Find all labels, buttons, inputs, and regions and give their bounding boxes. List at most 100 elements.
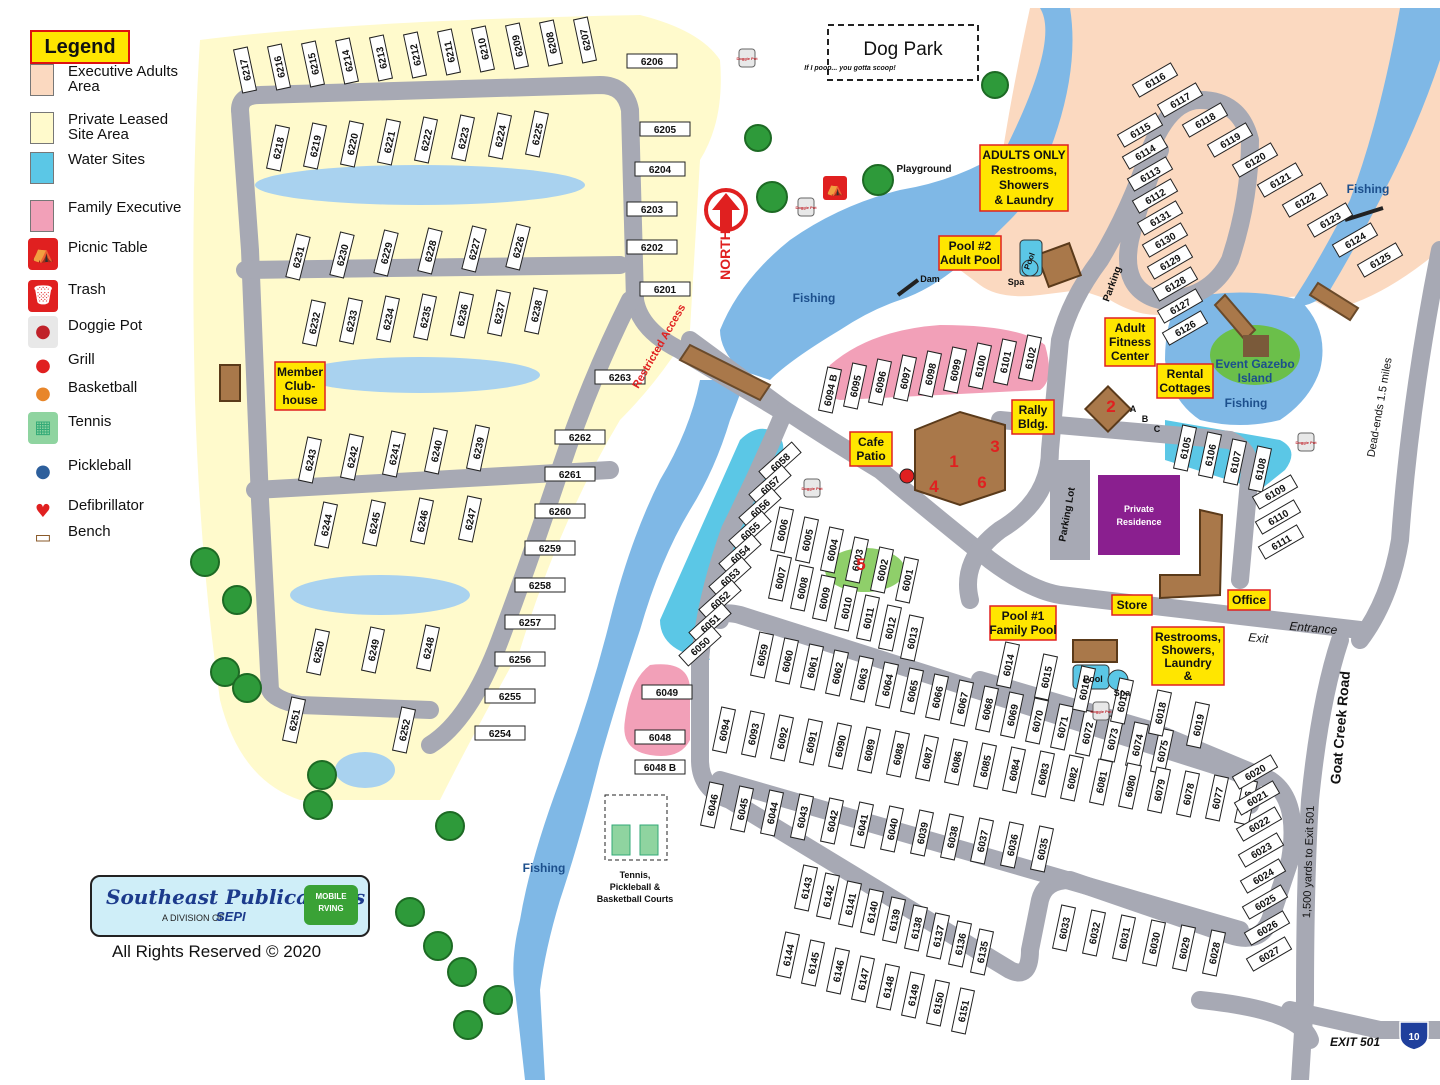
site-6046: 6046	[699, 781, 725, 829]
site-pad	[749, 631, 775, 679]
site-6098: 6098	[917, 350, 943, 398]
site-6216: 6216	[266, 43, 292, 91]
site-number: 6229	[379, 241, 395, 266]
site-number: 6090	[834, 734, 849, 758]
site-pad	[942, 346, 968, 394]
site-number: 6045	[736, 797, 751, 821]
doggie-pot-tag: Doggie Pot	[1295, 440, 1317, 445]
site-number: 6209	[511, 33, 526, 57]
site-pad	[281, 696, 307, 744]
site-number: 6074	[1131, 733, 1146, 757]
site-6070: 6070	[1024, 697, 1050, 745]
site-6227: 6227	[461, 225, 487, 273]
site-6082: 6082	[1059, 754, 1085, 802]
site-number: 6029	[1178, 936, 1193, 960]
site-number: 6094	[718, 718, 733, 742]
creek-east	[1290, 8, 1440, 306]
site-6077: 6077	[1204, 774, 1230, 822]
site-pad	[1116, 112, 1164, 148]
site-number: 6101	[999, 350, 1014, 374]
site-pad	[903, 904, 929, 952]
pool1-callout-text: Family Pool	[989, 623, 1056, 637]
dog-speech-bubble: If I poop... you gotta scoop!	[804, 65, 896, 72]
fishing-label-river: Fishing	[523, 861, 566, 875]
site-number: 6208	[545, 30, 560, 54]
site-number: 6210	[477, 36, 492, 60]
site-pad	[338, 297, 364, 345]
site-pad	[856, 726, 882, 774]
site-6074: 6074	[1124, 721, 1150, 769]
legend-label: Pickleball	[68, 457, 132, 474]
site-pad	[572, 16, 598, 64]
site-number: 6149	[907, 983, 922, 1007]
site-number: 6147	[857, 967, 872, 991]
site-pad	[849, 801, 875, 849]
site-pad	[626, 201, 678, 217]
legend-label: Bench	[68, 523, 111, 540]
legend-label: Trash	[68, 281, 106, 298]
site-number: 6144	[782, 943, 797, 967]
site-6030: 6030	[1141, 919, 1167, 967]
legend-label: Defibrillator	[68, 497, 144, 514]
site-pad	[939, 813, 965, 861]
site-6222: 6222	[413, 116, 439, 164]
site-pad	[850, 955, 876, 1003]
site-pad	[917, 350, 943, 398]
site-6255: 6255	[484, 688, 536, 704]
site-6094: 6094	[711, 706, 737, 754]
site-number: 6066	[931, 685, 946, 709]
private-residence-label-line: Residence	[1116, 517, 1161, 527]
site-number: 6059	[756, 643, 771, 667]
site-6088: 6088	[885, 730, 911, 778]
adult-fitness-building	[1083, 384, 1133, 434]
pond	[300, 357, 540, 393]
site-number: 6011	[862, 606, 877, 630]
site-pad	[1074, 709, 1100, 757]
site-pad	[423, 427, 449, 475]
site-pad	[1017, 334, 1043, 382]
site-number: 6257	[519, 618, 542, 629]
site-6248: 6248	[415, 624, 441, 672]
bridge	[678, 343, 772, 402]
legend-item: Executive Adults Area	[26, 62, 196, 96]
site-number: 6061	[806, 655, 821, 679]
site-number: 6235	[419, 305, 434, 329]
site-6212: 6212	[402, 31, 428, 79]
site-number: 6062	[831, 661, 846, 685]
site-pad	[634, 759, 686, 775]
site-pad	[1331, 222, 1379, 258]
publisher-sub-brand: SEPI	[216, 909, 246, 924]
building-number-4: 4	[929, 477, 939, 496]
site-number: 6017	[1116, 689, 1131, 713]
site-number: 6211	[443, 40, 458, 64]
site-6201: 6201	[639, 281, 691, 297]
rally-bldg-callout-text: Rally	[1019, 403, 1048, 417]
site-pad	[740, 710, 766, 758]
site-number: 6226	[511, 235, 527, 260]
rental-cottages-callout-text: Rental	[1167, 367, 1204, 381]
site-pad	[824, 649, 850, 697]
site-pad	[899, 614, 925, 662]
site-number: 6260	[549, 507, 572, 518]
site-number: 6236	[456, 303, 471, 327]
member-clubhouse-callout-text: house	[282, 393, 318, 407]
defibrillator-icon: ♥	[34, 501, 52, 522]
site-number: 6216	[273, 54, 288, 78]
legend-item: ▭Bench	[26, 522, 196, 556]
site-number: 6028	[1208, 941, 1223, 965]
site-number: 6222	[420, 128, 435, 152]
site-6149: 6149	[900, 971, 926, 1019]
site-6142: 6142	[815, 872, 841, 920]
site-6237: 6237	[486, 289, 512, 337]
site-pad	[461, 225, 487, 273]
site-pad	[869, 546, 895, 594]
site-pad	[524, 540, 576, 556]
site-pad	[494, 651, 546, 667]
site-pad	[470, 25, 496, 73]
site-number: 6084	[1008, 758, 1023, 782]
